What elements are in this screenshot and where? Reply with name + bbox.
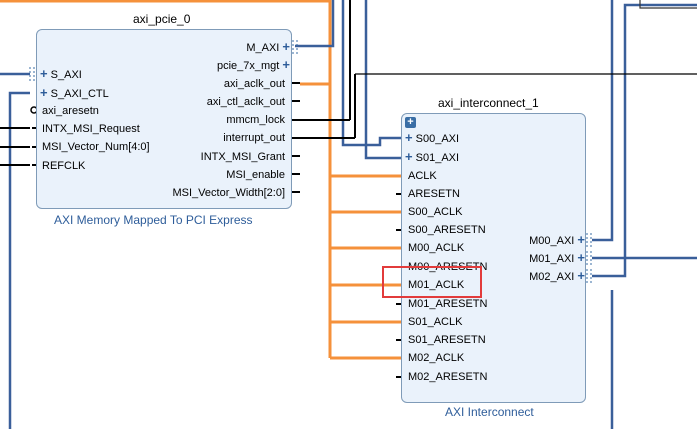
pin-axi-aresetn[interactable]: axi_aresetn	[42, 105, 99, 117]
pin-msi-enable[interactable]: MSI_enable	[226, 169, 285, 181]
pin-msi-vector-num[interactable]: MSI_Vector_Num[4:0]	[42, 141, 150, 153]
pin-s01-aclk[interactable]: S01_ACLK	[408, 316, 463, 328]
pin-s01-aresetn[interactable]: S01_ARESETN	[408, 334, 486, 346]
pin-label: S_AXI_CTL	[50, 88, 109, 100]
expand-icon[interactable]: +	[405, 117, 416, 128]
pin-refclk[interactable]: REFCLK	[42, 160, 86, 172]
pin-m02-aresetn[interactable]: M02_ARESETN	[408, 371, 488, 383]
pin-mmcm-lock[interactable]: mmcm_lock	[226, 114, 285, 126]
pcie-block-subtitle: AXI Memory Mapped To PCI Express	[54, 213, 253, 227]
pin-label: M01_AXI	[529, 253, 575, 265]
pin-pcie-7x-mgt[interactable]: pcie_7x_mgt +	[216, 57, 290, 73]
pin-s-axi[interactable]: + S_AXI	[40, 66, 82, 82]
pin-label: M00_AXI	[529, 235, 575, 247]
pin-s00-aclk[interactable]: S00_ACLK	[408, 206, 463, 218]
interconnect-block[interactable]	[401, 113, 586, 403]
plus-icon[interactable]: +	[282, 39, 290, 54]
pcie-block-title: axi_pcie_0	[133, 12, 191, 26]
pin-m00-aclk[interactable]: M00_ACLK	[408, 242, 465, 254]
pin-m00-axi[interactable]: M00_AXI +	[529, 232, 585, 248]
interconnect-block-title: axi_interconnect_1	[438, 96, 539, 110]
plus-icon[interactable]: +	[577, 250, 585, 265]
clock-nets	[0, 0, 404, 360]
plus-icon[interactable]: +	[577, 232, 585, 247]
pin-aclk[interactable]: ACLK	[408, 170, 437, 182]
plus-icon[interactable]: +	[577, 268, 585, 283]
interconnect-block-subtitle: AXI Interconnect	[445, 405, 534, 419]
plus-icon[interactable]: +	[40, 66, 48, 81]
pin-m02-axi[interactable]: M02_AXI +	[529, 268, 585, 284]
pin-m01-axi[interactable]: M01_AXI +	[529, 250, 585, 266]
pin-label: M_AXI	[246, 42, 280, 54]
pin-m01-aclk[interactable]: M01_ACLK	[408, 279, 465, 291]
pin-aresetn[interactable]: ARESETN	[408, 188, 460, 200]
m01-aclk-highlight	[382, 266, 482, 298]
pin-m-axi[interactable]: M_AXI +	[246, 39, 290, 55]
pin-label: S00_AXI	[415, 133, 460, 145]
plus-icon[interactable]: +	[282, 57, 290, 72]
pin-s00-aresetn[interactable]: S00_ARESETN	[408, 224, 486, 236]
pin-interrupt-out[interactable]: interrupt_out	[223, 132, 285, 144]
pin-m01-aresetn[interactable]: M01_ARESETN	[408, 298, 488, 310]
pin-m02-aclk[interactable]: M02_ACLK	[408, 352, 465, 364]
pin-s01-axi[interactable]: + S01_AXI	[405, 149, 460, 165]
pin-intx-msi-grant[interactable]: INTX_MSI_Grant	[200, 151, 285, 163]
signal-nets	[0, 0, 697, 166]
pin-intx-msi-request[interactable]: INTX_MSI_Request	[42, 123, 140, 135]
plus-icon[interactable]: +	[405, 130, 413, 145]
pin-label: S_AXI	[50, 69, 82, 81]
plus-icon[interactable]: +	[405, 149, 413, 164]
pin-axi-ctl-aclk-out[interactable]: axi_ctl_aclk_out	[206, 96, 285, 108]
pin-s00-axi[interactable]: + S00_AXI	[405, 130, 460, 146]
pin-label: M02_AXI	[529, 271, 575, 283]
pin-label: S01_AXI	[415, 152, 460, 164]
pin-label: pcie_7x_mgt	[216, 60, 280, 72]
plus-icon[interactable]: +	[40, 85, 48, 100]
pin-s-axi-ctl[interactable]: + S_AXI_CTL	[40, 85, 109, 101]
pin-axi-aclk-out[interactable]: axi_aclk_out	[223, 78, 285, 90]
pcie-block[interactable]	[36, 29, 292, 209]
pin-msi-vector-width[interactable]: MSI_Vector_Width[2:0]	[172, 187, 286, 199]
